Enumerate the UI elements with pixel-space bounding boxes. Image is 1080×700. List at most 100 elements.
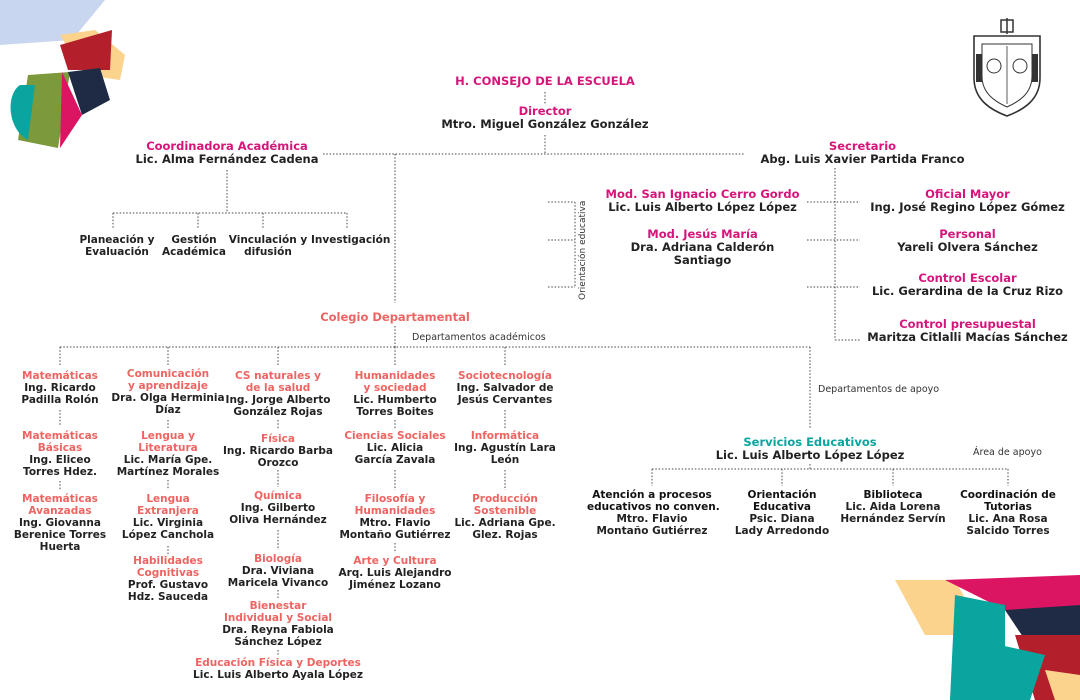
dept-person: Dra. Viviana Maricela Vivanco [227, 565, 329, 590]
dept-node: Bienestar Individual y Social Dra. Reyna… [205, 600, 351, 648]
dept-person: Lic. Luis Alberto Ayala López [193, 669, 363, 682]
colegio-node: Colegio Departamental [295, 310, 495, 324]
sec-unit-title: Personal [939, 227, 996, 241]
apoyo-label: Departamentos de apoyo [818, 384, 940, 395]
dept-title: Matemáticas Básicas [22, 430, 98, 455]
apoyo-person: Lic. Ana Rosa Salcido Torres [966, 513, 1050, 538]
dept-node: Arte y Cultura Arq. Luis Alejandro Jimén… [337, 555, 453, 591]
university-seal-icon [973, 18, 1041, 117]
apoyo-person: Mtro. Flavio Montaño Gutiérrez [596, 513, 708, 538]
dept-person: Mtro. Flavio Montaño Gutiérrez [339, 517, 451, 542]
dept-title: Física [261, 433, 295, 445]
servicios-title: Servicios Educativos [743, 435, 877, 449]
sec-unit-node: Oficial Mayor Ing. José Regino López Góm… [865, 187, 1070, 215]
dept-title: Matemáticas [22, 370, 98, 382]
coord-unit: Investigación [311, 234, 391, 246]
consejo-label: H. CONSEJO DE LA ESCUELA [455, 74, 635, 88]
servicios-person: Lic. Luis Alberto López López [715, 448, 905, 463]
dept-node: CS naturales y de la salud Ing. Jorge Al… [215, 370, 341, 418]
dept-title: Ciencias Sociales [344, 430, 446, 442]
dept-node: Producción Sostenible Lic. Adriana Gpe. … [450, 493, 560, 541]
dept-person: Lic. Virginia López Canchola [121, 517, 215, 542]
dept-person: Lic. Humberto Torres Boites [353, 394, 437, 419]
colegio-title: Colegio Departamental [320, 310, 470, 324]
dept-node: Matemáticas Avanzadas Ing. Giovanna Bere… [5, 493, 115, 553]
corner-logo-icon [0, 0, 125, 148]
modulo-person: Dra. Adriana Calderón Santiago [630, 240, 775, 268]
sec-unit-title: Oficial Mayor [925, 187, 1010, 201]
secretario-person: Abg. Luis Xavier Partida Franco [760, 152, 965, 167]
dept-node: Humanidades y sociedad Lic. Humberto Tor… [337, 370, 453, 418]
dept-person: Dra. Reyna Fabiola Sánchez López [222, 624, 334, 649]
dept-node: Filosofía y Humanidades Mtro. Flavio Mon… [337, 493, 453, 541]
sec-unit-node: Control presupuestal Maritza Citlalli Ma… [865, 317, 1070, 344]
sec-unit-node: Personal Yareli Olvera Sánchez [865, 227, 1070, 255]
orientacion-label: Orientación educativa [578, 200, 588, 300]
dept-person: Lic. Adriana Gpe. Glez. Rojas [454, 517, 556, 542]
dept-title: Lengua Extranjera [137, 493, 199, 518]
dept-title: Lengua y Literatura [138, 430, 198, 455]
dept-person: Lic. María Gpe. Martínez Morales [116, 454, 220, 479]
apoyo-node: Coordinación de Tutorias Lic. Ana Rosa S… [953, 489, 1063, 537]
dept-title: CS naturales y de la salud [235, 370, 321, 395]
dept-node: Matemáticas Ing. Ricardo Padilla Rolón [5, 370, 115, 406]
corner-geometric-decoration-icon [895, 575, 1080, 700]
sec-unit-person: Ing. José Regino López Gómez [870, 200, 1065, 215]
coord-unit: Planeación y Evaluación [79, 234, 155, 259]
dept-node: Educación Física y Deportes Lic. Luis Al… [185, 657, 371, 681]
dept-person: Ing. Ricardo Padilla Rolón [21, 382, 99, 407]
sec-unit-node: Control Escolar Lic. Gerardina de la Cru… [865, 271, 1070, 299]
apoyo-title: Atención a procesos educativos no conven… [587, 489, 720, 514]
apoyo-node: Atención a procesos educativos no conven… [587, 489, 720, 538]
dept-person: Dra. Olga Herminia Díaz [111, 392, 225, 417]
dept-title: Producción Sostenible [472, 493, 538, 518]
dept-node: Lengua y Literatura Lic. María Gpe. Mart… [110, 430, 226, 478]
dept-title: Comunicación y aprendizaje [126, 368, 210, 393]
dept-person: Ing. Eliceo Torres Hdez. [23, 454, 97, 479]
apoyo-person: Lic. Aida Lorena Hernández Servín [840, 501, 946, 526]
dept-person: Prof. Gustavo Hdz. Sauceda [127, 579, 209, 604]
apoyo-title: Biblioteca [863, 489, 923, 501]
apoyo-node: Biblioteca Lic. Aida Lorena Hernández Se… [838, 489, 948, 525]
dept-title: Sociotecnología [458, 370, 552, 382]
dept-person: Lic. Alicia García Zavala [354, 442, 436, 467]
coord-unit: Vinculación y difusión [228, 234, 308, 259]
dept-node: Informática Ing. Agustín Lara León [450, 430, 560, 466]
dept-node: Física Ing. Ricardo Barba Orozco [215, 433, 341, 469]
deptos-label: Departamentos académicos [412, 332, 546, 343]
dept-person: Arq. Luis Alejandro Jiménez Lozano [338, 567, 452, 592]
apoyo-title: Coordinación de Tutorias [960, 489, 1056, 514]
dept-person: Ing. Ricardo Barba Orozco [223, 445, 333, 470]
apoyo-person: Psic. Diana Lady Arredondo [734, 513, 830, 538]
sec-unit-person: Yareli Olvera Sánchez [897, 240, 1038, 255]
coordinadora-title: Coordinadora Académica [146, 139, 308, 153]
sec-unit-title: Control Escolar [918, 271, 1017, 285]
dept-node: Sociotecnología Ing. Salvador de Jesús C… [450, 370, 560, 406]
dept-title: Biología [254, 553, 302, 565]
coord-unit: Gestión Académica [162, 234, 226, 259]
secretario-node: Secretario Abg. Luis Xavier Partida Fran… [740, 139, 985, 167]
secretario-title: Secretario [828, 139, 897, 153]
dept-title: Química [254, 490, 302, 502]
dept-person: Ing. Gilberto Oliva Hernández [229, 502, 327, 527]
dept-person: Ing. Jorge Alberto González Rojas [225, 394, 331, 419]
consejo-title: H. CONSEJO DE LA ESCUELA [385, 74, 705, 88]
dept-person: Ing. Salvador de Jesús Cervantes [456, 382, 554, 407]
sec-unit-person: Lic. Gerardina de la Cruz Rizo [871, 284, 1064, 299]
dept-title: Educación Física y Deportes [195, 657, 361, 669]
dept-node: Comunicación y aprendizaje Dra. Olga Her… [110, 368, 226, 416]
modulo-title: Mod. San Ignacio Cerro Gordo [605, 187, 800, 201]
dept-title: Humanidades y sociedad [354, 370, 436, 395]
dept-node: Química Ing. Gilberto Oliva Hernández [215, 490, 341, 526]
dept-node: Biología Dra. Viviana Maricela Vivanco [215, 553, 341, 589]
dept-person: Ing. Giovanna Berenice Torres Huerta [13, 517, 107, 554]
dept-title: Filosofía y Humanidades [354, 493, 436, 518]
dept-title: Matemáticas Avanzadas [22, 493, 98, 518]
modulo-person: Lic. Luis Alberto López López [608, 200, 797, 215]
dept-title: Bienestar Individual y Social [223, 600, 333, 625]
dept-node: Lengua Extranjera Lic. Virginia López Ca… [110, 493, 226, 541]
servicios-node: Servicios Educativos Lic. Luis Alberto L… [700, 435, 920, 463]
dept-node: Matemáticas Básicas Ing. Eliceo Torres H… [5, 430, 115, 478]
dept-node: Habilidades Cognitivas Prof. Gustavo Hdz… [110, 555, 226, 603]
